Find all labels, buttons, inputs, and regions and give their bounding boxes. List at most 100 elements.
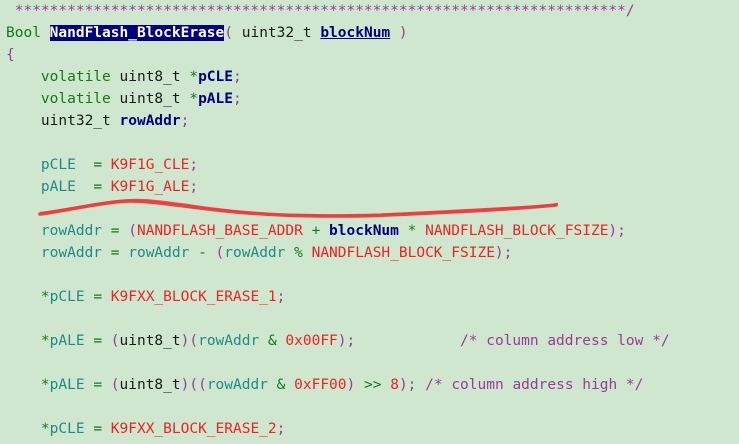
code-line[interactable] bbox=[0, 440, 739, 444]
code-token: ) bbox=[337, 333, 347, 349]
code-token bbox=[76, 179, 93, 195]
code-line[interactable]: Bool NandFlash_BlockErase( uint32_t bloc… bbox=[0, 22, 739, 44]
code-token bbox=[6, 421, 41, 437]
code-token bbox=[85, 333, 94, 349]
code-token bbox=[102, 421, 111, 437]
code-token bbox=[268, 377, 277, 393]
code-token: K9F1G_CLE bbox=[110, 157, 190, 173]
code-token: 8 bbox=[390, 377, 399, 393]
code-line[interactable] bbox=[0, 198, 739, 220]
code-token: 0xFF00 bbox=[294, 377, 347, 393]
code-token: * bbox=[40, 333, 50, 349]
code-token: * bbox=[40, 289, 50, 305]
code-token bbox=[85, 377, 94, 393]
code-token bbox=[312, 25, 321, 41]
code-token: = bbox=[93, 421, 103, 437]
code-token: ( bbox=[110, 333, 120, 349]
code-token: rowAddr bbox=[198, 333, 260, 349]
code-token bbox=[6, 179, 41, 195]
code-line[interactable] bbox=[0, 352, 739, 374]
code-token: pCLE bbox=[40, 157, 76, 173]
code-line[interactable] bbox=[0, 132, 739, 154]
code-line[interactable]: *pCLE = K9FXX_BLOCK_ERASE_2; bbox=[0, 418, 739, 440]
code-token: rowAddr bbox=[119, 113, 181, 129]
code-token: /* column address high */ bbox=[425, 377, 644, 393]
code-token: uint32_t bbox=[40, 113, 111, 129]
code-token: blockNum bbox=[329, 223, 399, 239]
code-token bbox=[303, 245, 312, 261]
code-line[interactable]: rowAddr = (NANDFLASH_BASE_ADDR + blockNu… bbox=[0, 220, 739, 242]
code-token: ( bbox=[128, 223, 137, 239]
code-token: ; bbox=[233, 91, 242, 107]
code-line[interactable]: *pALE = (uint8_t)((rowAddr & 0xFF00) >> … bbox=[0, 374, 739, 396]
code-token: ; bbox=[503, 245, 513, 261]
code-line[interactable]: *pALE = (uint8_t)(rowAddr & 0x00FF); /* … bbox=[0, 330, 739, 352]
code-token bbox=[111, 69, 120, 85]
code-line[interactable] bbox=[0, 264, 739, 286]
code-token: * bbox=[40, 377, 50, 393]
code-token: ) bbox=[180, 377, 190, 393]
code-token bbox=[6, 333, 41, 349]
code-token bbox=[6, 223, 41, 239]
code-token: volatile bbox=[40, 91, 111, 107]
code-line[interactable]: ****************************************… bbox=[0, 0, 739, 22]
code-token: uint32_t bbox=[241, 25, 312, 41]
code-token: rowAddr bbox=[206, 377, 268, 393]
code-token bbox=[111, 91, 120, 107]
code-token: ) bbox=[608, 223, 618, 239]
code-token: = bbox=[93, 179, 103, 195]
code-line[interactable]: uint32_t rowAddr; bbox=[0, 110, 739, 132]
code-token bbox=[416, 223, 425, 239]
code-token bbox=[381, 377, 390, 393]
code-token: ; bbox=[276, 289, 286, 305]
code-token: volatile bbox=[40, 69, 111, 85]
code-token: * bbox=[189, 91, 199, 107]
code-token: pALE bbox=[198, 91, 233, 107]
code-token: K9FXX_BLOCK_ERASE_1 bbox=[110, 289, 277, 305]
code-line[interactable]: volatile uint8_t *pCLE; bbox=[0, 66, 739, 88]
code-token: = bbox=[110, 245, 120, 261]
code-token bbox=[85, 289, 94, 305]
code-token: ; bbox=[189, 157, 199, 173]
code-line[interactable]: rowAddr = rowAddr - (rowAddr % NANDFLASH… bbox=[0, 242, 739, 264]
code-token bbox=[285, 245, 294, 261]
code-token: pALE bbox=[49, 377, 85, 393]
code-token bbox=[233, 25, 242, 41]
code-token: ) bbox=[398, 377, 408, 393]
code-token: = bbox=[93, 289, 103, 305]
code-token: - bbox=[198, 245, 207, 261]
code-line[interactable]: volatile uint8_t *pALE; bbox=[0, 88, 739, 110]
code-line[interactable] bbox=[0, 396, 739, 418]
code-token: ; bbox=[407, 377, 417, 393]
code-token: ) bbox=[180, 333, 190, 349]
code-token: NANDFLASH_BLOCK_FSIZE bbox=[425, 223, 609, 239]
code-token: pALE bbox=[49, 333, 85, 349]
code-line[interactable] bbox=[0, 308, 739, 330]
code-line[interactable]: { bbox=[0, 44, 739, 66]
code-token bbox=[102, 223, 111, 239]
code-token bbox=[189, 245, 198, 261]
code-line[interactable]: pCLE = K9F1G_CLE; bbox=[0, 154, 739, 176]
code-token bbox=[416, 377, 425, 393]
code-token: rowAddr bbox=[224, 245, 286, 261]
code-token: uint8_t bbox=[119, 91, 181, 107]
code-token bbox=[259, 333, 268, 349]
code-token bbox=[102, 289, 111, 305]
code-token bbox=[285, 377, 294, 393]
code-token: uint8_t bbox=[119, 69, 181, 85]
code-token bbox=[399, 223, 408, 239]
code-token: ****************************************… bbox=[14, 3, 626, 19]
code-token: uint8_t bbox=[119, 333, 181, 349]
code-line[interactable]: *pCLE = K9FXX_BLOCK_ERASE_1; bbox=[0, 286, 739, 308]
code-token: pCLE bbox=[49, 421, 85, 437]
code-token: + bbox=[311, 223, 321, 239]
code-token: & bbox=[267, 333, 277, 349]
code-token: rowAddr bbox=[128, 245, 190, 261]
selected-function-name[interactable]: NandFlash_BlockErase bbox=[49, 25, 225, 41]
code-line[interactable]: pALE = K9F1G_ALE; bbox=[0, 176, 739, 198]
code-token: ( bbox=[110, 377, 120, 393]
code-token bbox=[102, 179, 111, 195]
code-token: rowAddr bbox=[40, 245, 103, 261]
code-token bbox=[6, 245, 41, 261]
